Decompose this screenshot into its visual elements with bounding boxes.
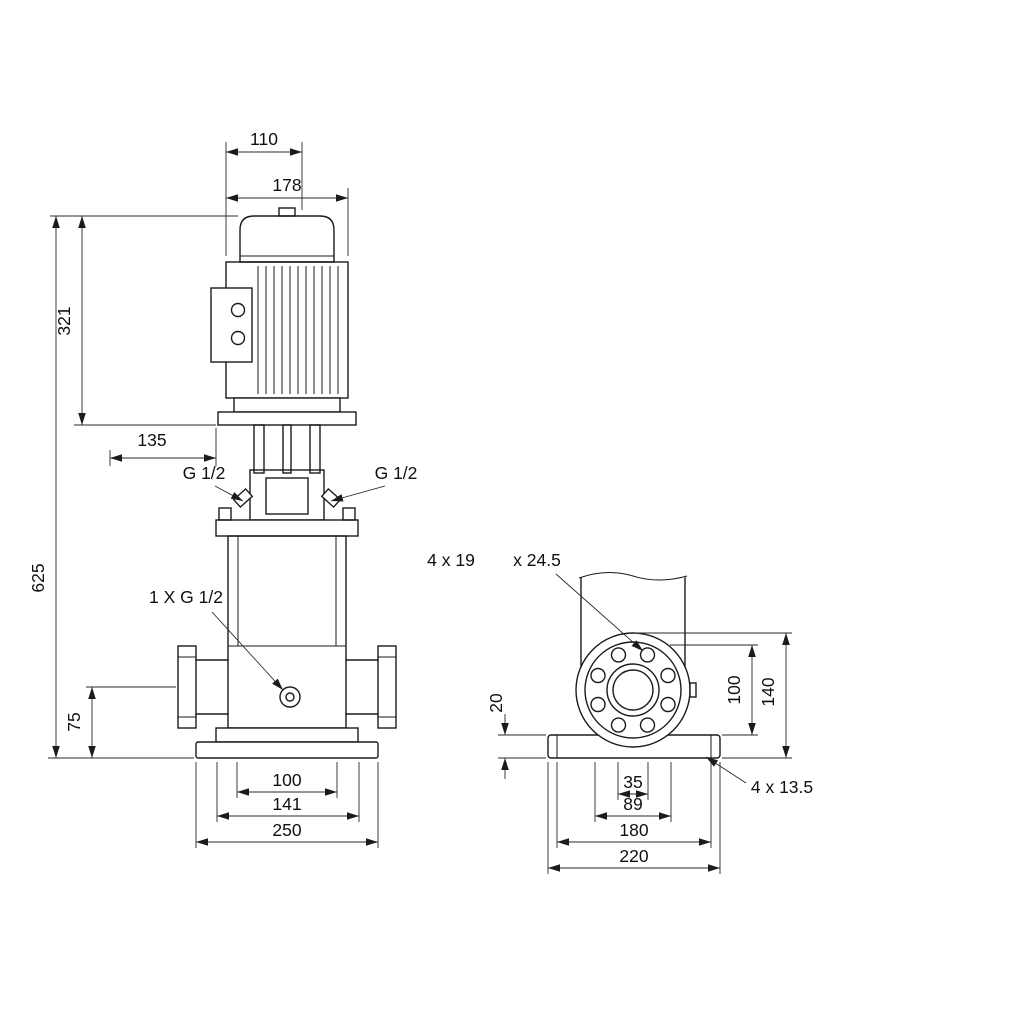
port-right-leader [330,485,386,502]
front-view-dimensions: 110 178 321 625 135 G 1/2 G 1/2 1 X G 1/… [28,129,417,848]
dim-625-label: 625 [28,563,48,592]
front-view-pump [177,207,397,759]
dim-75-label: 75 [64,712,84,731]
port-left-label: G 1/2 [183,463,226,483]
drain-plug [279,686,301,708]
dim-100-side-label: 100 [724,675,744,704]
flange-key-tab [689,682,697,698]
side-view-dimensions: 4 x 19 x 24.5 20 100 140 4 x 13.5 35 89 … [427,550,813,874]
dim-178-label: 178 [272,175,301,195]
suction-flange [177,645,229,729]
dim-220-label: 220 [619,846,648,866]
bolt-hole [660,696,676,713]
dim-141-label: 141 [272,794,301,814]
flange-holes-label: 4 x 19 [427,550,475,570]
port-right-label: G 1/2 [375,463,418,483]
bolt-hole [639,717,656,733]
drain-port-leader [211,611,284,691]
dim-180-label: 180 [619,820,648,840]
cable-entry-hole [230,302,246,318]
drain-port-label: 1 X G 1/2 [149,587,223,607]
dim-20-label: 20 [486,693,506,713]
dim-250-label: 250 [272,820,301,840]
pump-shaft [282,424,292,474]
bolt-hole [590,696,606,713]
side-view-pump [547,572,721,759]
bolt-hole [660,667,676,684]
bolt-hole [590,667,606,684]
cable-entry-hole [230,330,246,346]
bolt-hole [610,647,627,663]
break-line [578,572,688,581]
base-holes-label: 4 x 13.5 [751,777,813,797]
dim-89-label: 89 [623,794,642,814]
motor-stool [217,397,357,474]
dim-140-label: 140 [758,677,778,706]
flange-face [575,632,697,748]
motor-fan-cover [239,207,335,263]
base-holes-leader [705,756,747,784]
port-bore-outer [606,663,660,717]
counterbore-label: x 24.5 [513,550,561,570]
bolt-hole [639,647,656,663]
dim-135-label: 135 [137,430,166,450]
side-column [578,572,688,668]
dim-321-label: 321 [54,306,74,335]
port-bore-inner [612,669,654,711]
dim-110-label: 110 [250,129,278,149]
pump-base [195,727,379,759]
port-left-leader [214,485,244,502]
pump-head [215,469,359,537]
flange-holes-leader [555,573,644,652]
discharge-flange [345,645,397,729]
bolt-hole [610,717,627,733]
flange-outer-circle [575,632,691,748]
terminal-box [210,287,253,363]
dim-100-front-label: 100 [272,770,301,790]
staybolt-nut-left [218,507,232,521]
staybolt-nut-right [342,507,356,521]
dim-35-label: 35 [623,772,642,792]
base-plate-front [195,741,379,759]
